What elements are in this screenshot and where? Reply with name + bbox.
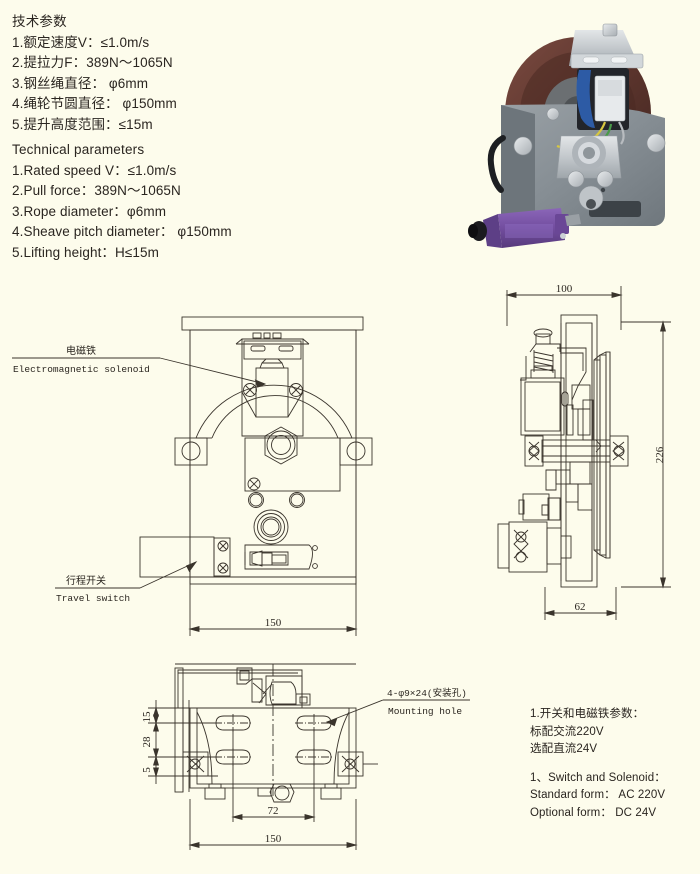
callout-solenoid-leader bbox=[12, 357, 267, 388]
callout-solenoid-label-en: Electromagnetic solenoid bbox=[13, 364, 150, 375]
callout-travel-switch-label-en: Travel switch bbox=[56, 593, 130, 604]
note-cn-line-2: 标配交流220V bbox=[530, 725, 604, 738]
callout-travel-switch-label-cn: 行程开关 bbox=[66, 574, 106, 587]
specs-english-line-5: 5.Lifting height：H≤15m bbox=[12, 244, 159, 260]
note-en-line-2: Standard form： AC 220V bbox=[530, 789, 666, 801]
specs-chinese-line-4: 4.绳轮节圆直径： φ150mm bbox=[12, 96, 177, 111]
specs-chinese-title: 技术参数 bbox=[12, 14, 67, 29]
note-en-line-3: Optional form： DC 24V bbox=[530, 806, 657, 819]
note-cn-line-3: 选配直流24V bbox=[530, 743, 598, 755]
photo-top-bracket bbox=[569, 23, 644, 69]
bottom-mounting-slots bbox=[214, 714, 333, 766]
specs-chinese-line-5: 5.提升高度范围：≤15m bbox=[12, 116, 153, 132]
side-dimension-62 bbox=[543, 587, 618, 620]
callout-solenoid-label-cn: 电磁铁 bbox=[66, 344, 96, 357]
side-shaft bbox=[524, 435, 629, 467]
note-cn-line-1: 1.开关和电磁铁参数： bbox=[530, 708, 645, 720]
dimension-bottom-width: 150 bbox=[265, 833, 282, 845]
note-en-line-1: 1、Switch and Solenoid： bbox=[530, 771, 666, 784]
side-switch-assembly bbox=[497, 493, 572, 573]
callout-mounting-hole-leader bbox=[325, 699, 470, 727]
bottom-center-detail bbox=[236, 667, 311, 706]
side-sheave bbox=[593, 351, 611, 559]
photo-bolts bbox=[513, 107, 666, 211]
specs-english-title: Technical parameters bbox=[12, 142, 145, 157]
bottom-vertical-dimensions bbox=[148, 700, 218, 784]
specs-english-line-4: 4.Sheave pitch diameter： φ150mm bbox=[12, 224, 232, 239]
photo-travel-switch bbox=[468, 208, 581, 248]
dimension-bottom-inner: 72 bbox=[268, 805, 279, 817]
front-switch-screw-top bbox=[217, 540, 229, 552]
side-spring-lever bbox=[520, 328, 587, 401]
dimension-side-top: 100 bbox=[556, 283, 573, 295]
callout-travel-switch-leader bbox=[55, 560, 198, 589]
side-view-drawing bbox=[497, 314, 629, 588]
side-dimension-100 bbox=[505, 286, 623, 330]
photo-solenoid bbox=[576, 68, 629, 130]
front-switch-screw-bottom bbox=[217, 562, 229, 574]
front-screw-hub bbox=[247, 477, 261, 491]
dimension-front-width: 150 bbox=[265, 617, 282, 629]
front-screw-right bbox=[289, 383, 303, 397]
specs-english-line-2: 2.Pull force：389N～1065N bbox=[12, 183, 181, 198]
bottom-pivot-blocks bbox=[182, 751, 378, 777]
dimension-side-bottom: 62 bbox=[575, 601, 586, 613]
bottom-dimension-150 bbox=[188, 799, 358, 850]
notes-block: 1.开关和电磁铁参数： 标配交流220V 选配直流24V 1、Switch an… bbox=[530, 706, 698, 822]
specs-chinese-block: 技术参数 1.额定速度V：≤1.0m/s 2.提拉力F：389N～1065N 3… bbox=[12, 12, 177, 135]
photo-center-hub bbox=[556, 135, 622, 179]
specs-english-block: Technical parameters 1.Rated speed V：≤1.… bbox=[12, 140, 232, 263]
side-internal-mechanism bbox=[541, 323, 594, 581]
callout-mounting-hole-label-cn: 4-φ9×24(安装孔) bbox=[387, 687, 467, 699]
specs-chinese-line-3: 3.钢丝绳直径： φ6mm bbox=[12, 75, 149, 91]
front-screw-left bbox=[243, 383, 257, 397]
side-solenoid-box bbox=[520, 365, 569, 436]
bottom-dimension-72 bbox=[231, 730, 316, 822]
dimension-bottom-v1: 15 bbox=[141, 711, 153, 723]
dimension-bottom-v2: 28 bbox=[141, 736, 153, 748]
bottom-view-drawing bbox=[174, 663, 378, 803]
specs-chinese-line-2: 2.提拉力F：389N～1065N bbox=[12, 55, 173, 70]
specs-english-line-1: 1.Rated speed V：≤1.0m/s bbox=[12, 162, 177, 178]
specs-chinese-line-1: 1.额定速度V：≤1.0m/s bbox=[12, 34, 150, 50]
specs-english-line-3: 3.Rope diameter：φ6mm bbox=[12, 203, 167, 219]
front-dimension-150 bbox=[188, 584, 358, 636]
front-view-drawing bbox=[139, 316, 373, 585]
dimension-side-height: 226 bbox=[654, 446, 666, 463]
product-photo bbox=[443, 18, 698, 280]
bottom-feet bbox=[204, 783, 342, 803]
dimension-bottom-v3: 5 bbox=[141, 767, 153, 773]
side-dimension-226 bbox=[621, 320, 671, 589]
note-spacer bbox=[530, 759, 698, 770]
callout-mounting-hole-label-en: Mounting hole bbox=[388, 706, 462, 717]
